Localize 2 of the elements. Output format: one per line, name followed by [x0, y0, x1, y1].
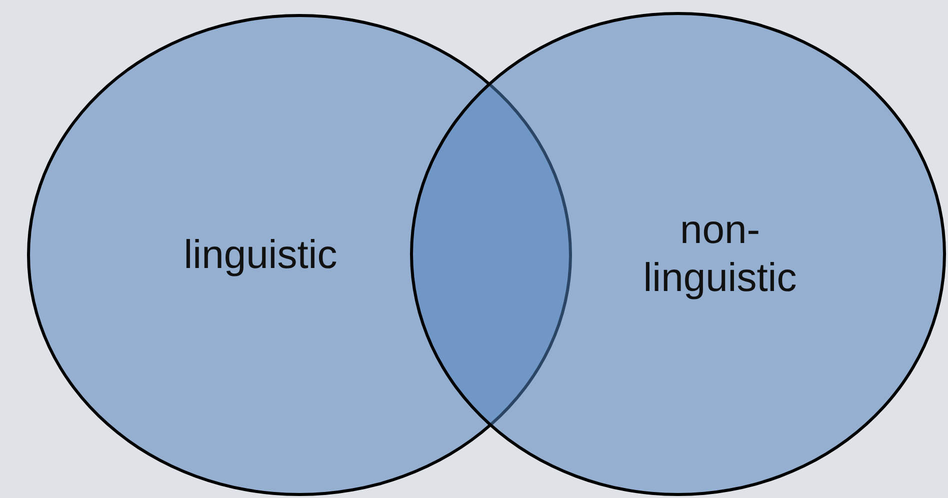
- circle-label: non- linguistic: [642, 207, 798, 302]
- circle-label: linguistic: [182, 232, 338, 279]
